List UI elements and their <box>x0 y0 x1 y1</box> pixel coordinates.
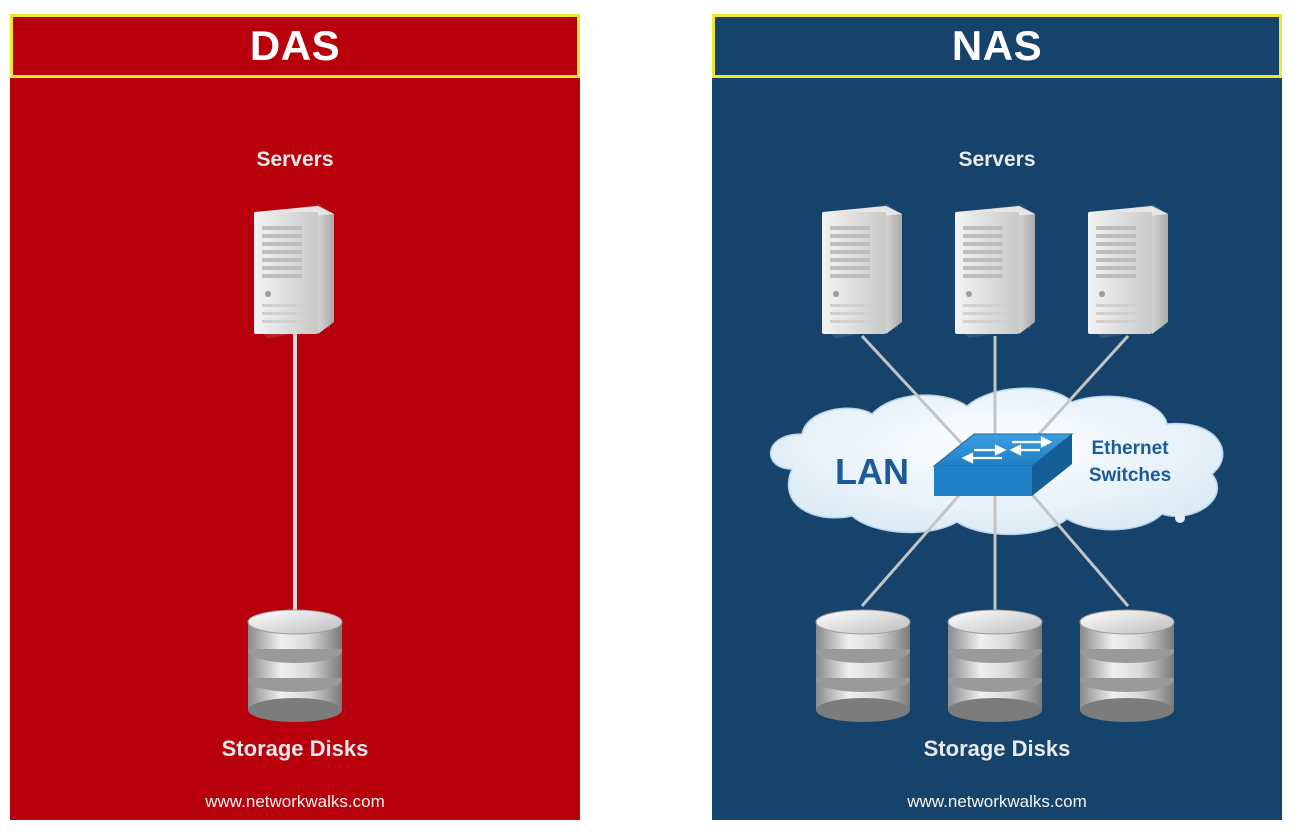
das-title: DAS <box>10 14 580 78</box>
switch-label-line2: Switches <box>1089 465 1171 486</box>
server-tower-icon <box>955 204 1035 338</box>
nas-footer: www.networkwalks.com <box>907 792 1087 811</box>
lan-label: LAN <box>835 451 909 492</box>
das-panel: DAS Servers Storage Disks www.networkwal… <box>10 14 580 820</box>
nas-diagram: LAN Ethernet Switches <box>769 204 1224 723</box>
switch-label-line1: Ethernet <box>1091 438 1169 459</box>
database-disk-icon <box>1079 609 1175 723</box>
database-disk-icon <box>947 609 1043 723</box>
das-footer: www.networkwalks.com <box>205 792 385 811</box>
nas-title: NAS <box>712 14 1282 78</box>
server-tower-icon <box>822 204 902 338</box>
das-diagram <box>247 204 343 723</box>
database-disk-icon <box>815 609 911 723</box>
nas-servers-label: Servers <box>958 148 1036 171</box>
nas-panel: NAS Servers <box>712 14 1282 820</box>
nas-disks-label: Storage Disks <box>923 736 1071 761</box>
server-tower-icon <box>254 204 334 338</box>
nas-network-links <box>860 334 1130 614</box>
database-disk-icon <box>247 609 343 723</box>
server-tower-icon <box>1088 204 1168 338</box>
das-disks-label: Storage Disks <box>221 736 369 761</box>
das-servers-label: Servers <box>256 148 334 171</box>
ethernet-switch-icon <box>932 433 1074 496</box>
